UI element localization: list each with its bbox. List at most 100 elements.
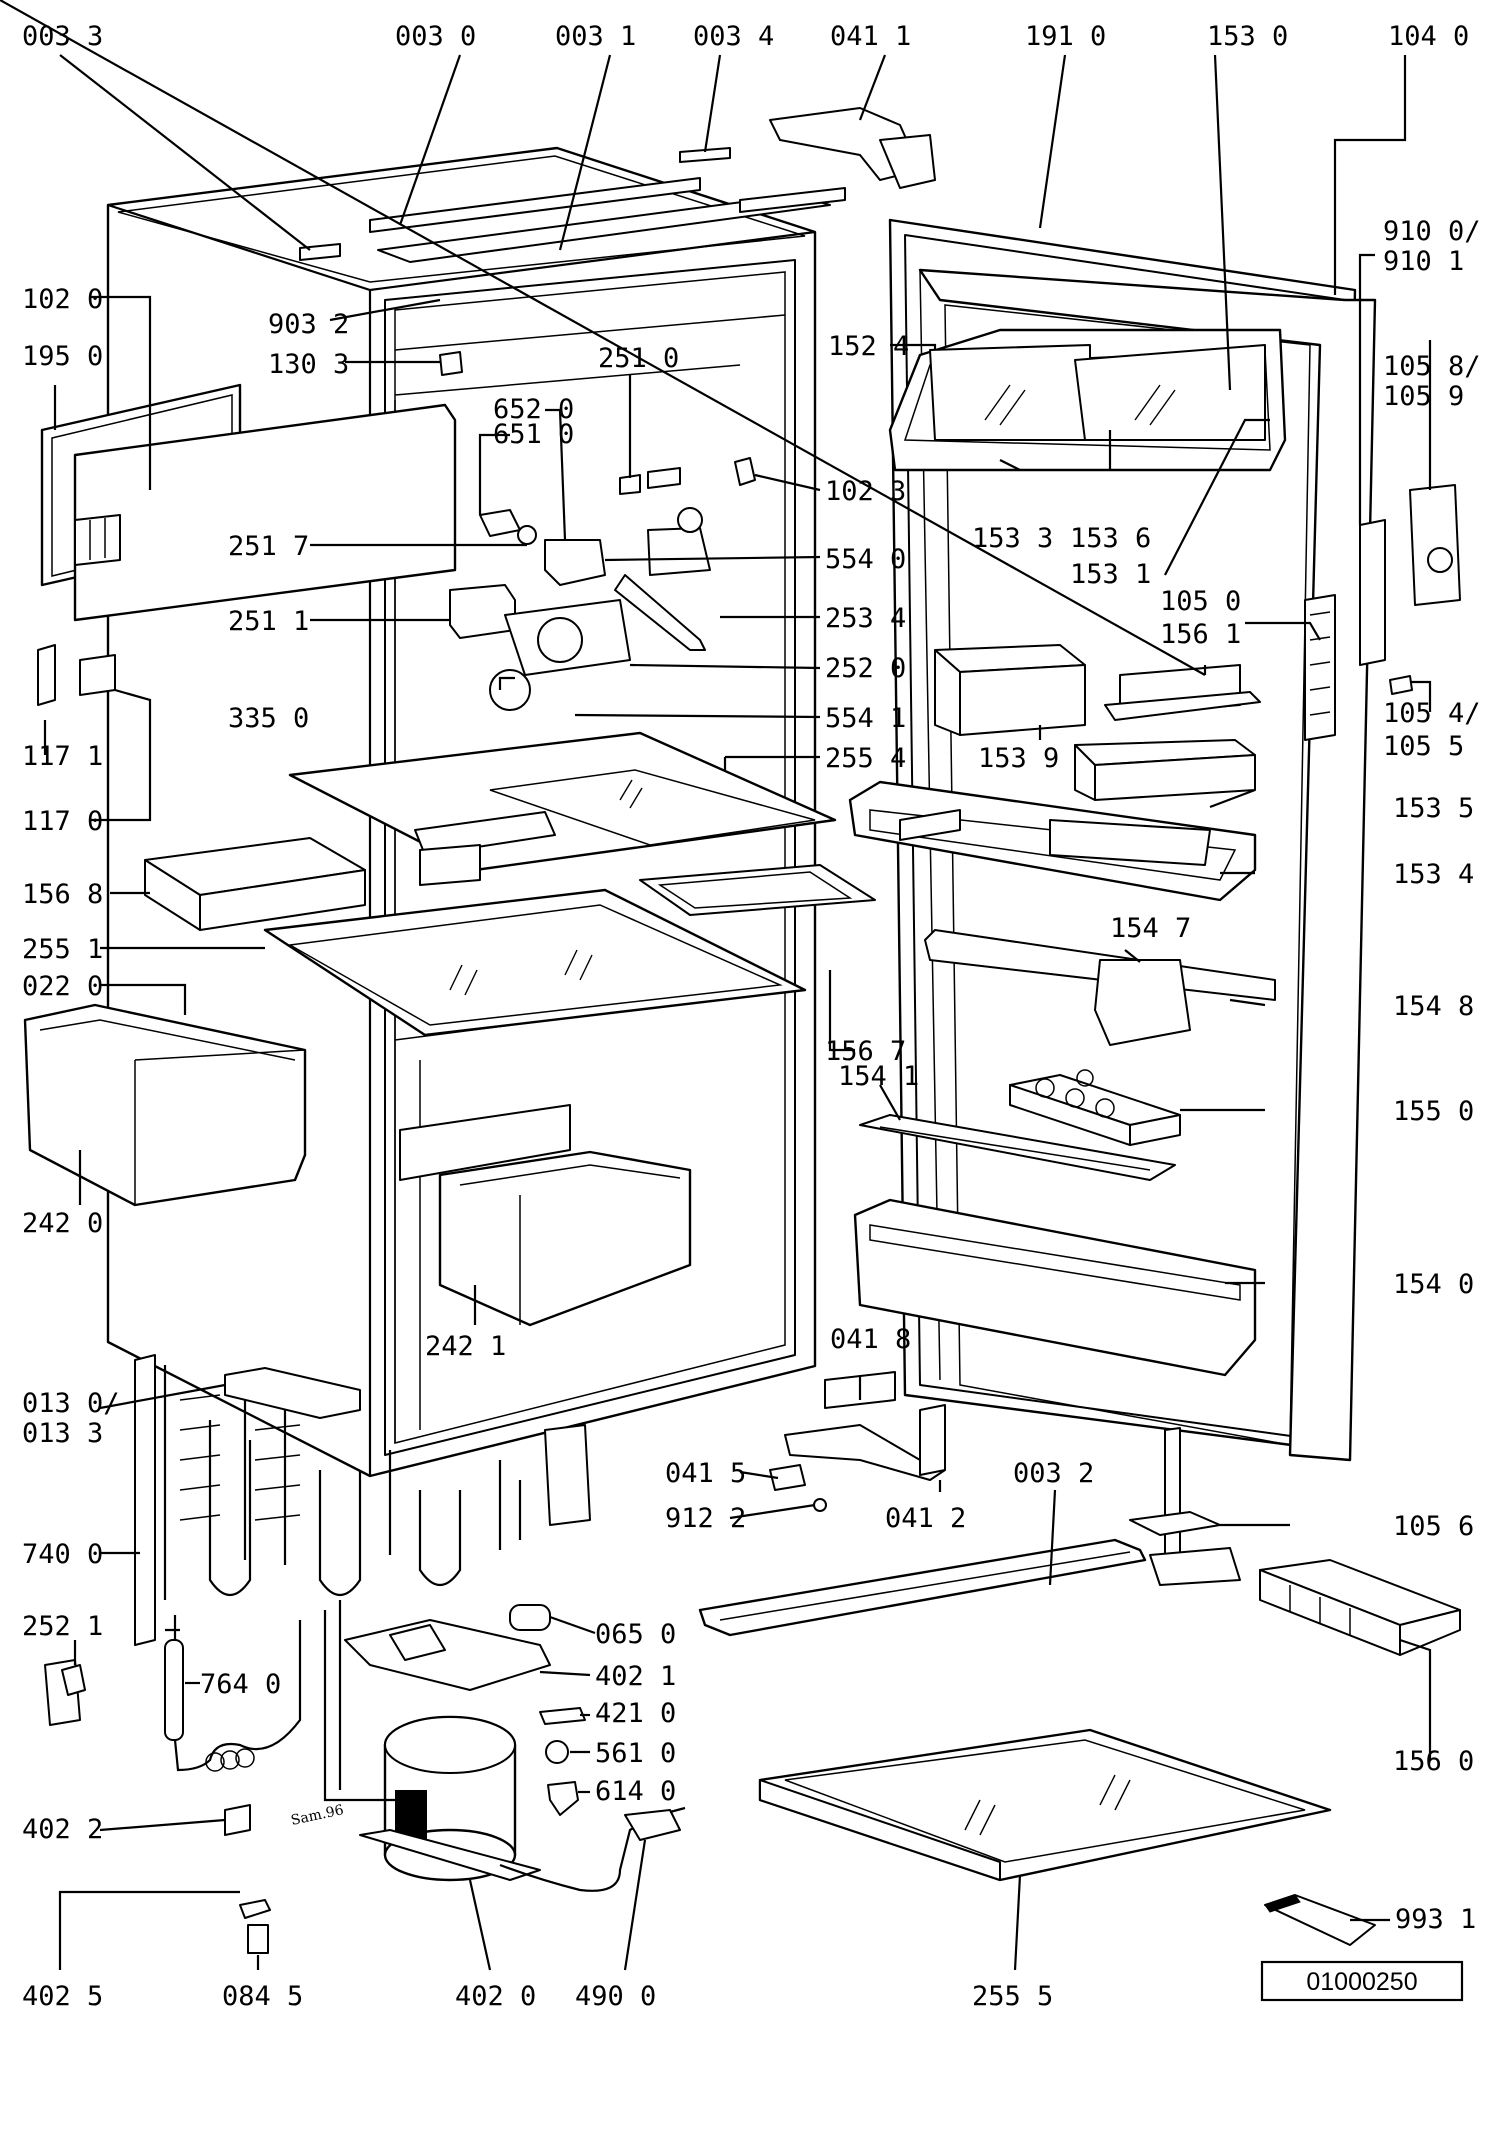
label-p5541: 554 1 — [825, 703, 906, 734]
glass-shelf-upper — [288, 731, 837, 886]
hinge-parts-right — [1359, 484, 1461, 695]
compressor-small-parts — [224, 1604, 586, 1954]
label-p1531: 153 1 — [1070, 559, 1151, 590]
vegetable-drawer-small — [399, 1104, 692, 1327]
label-p9100: 910 0/ — [1383, 216, 1481, 247]
label-p4021: 402 1 — [595, 1661, 676, 1692]
label-p1020: 102 0 — [22, 284, 103, 315]
label-p1548: 154 8 — [1393, 991, 1474, 1022]
label-p0412: 041 2 — [885, 1503, 966, 1534]
label-p6140: 614 0 — [595, 1776, 676, 1807]
glass-shelf-bottom — [758, 1728, 1332, 1882]
label-p0032: 003 2 — [1013, 1458, 1094, 1489]
label-p0415: 041 5 — [665, 1458, 746, 1489]
label-p0034: 003 4 — [693, 21, 774, 52]
label-p9931: 993 1 — [1395, 1904, 1476, 1935]
label-p0133: 013 3 — [22, 1418, 103, 1449]
label-p1170: 117 0 — [22, 806, 103, 837]
label-p2520: 252 0 — [825, 653, 906, 684]
butter-box — [934, 644, 1086, 736]
label-p1040: 104 0 — [1388, 21, 1469, 52]
label-p1059: 105 9 — [1383, 381, 1464, 412]
bottle-shelf — [853, 1198, 1257, 1377]
label-p1530: 153 0 — [1207, 21, 1288, 52]
label-p2510: 251 0 — [598, 343, 679, 374]
hinge-parts-left — [37, 644, 116, 706]
label-p0845: 084 5 — [222, 1981, 303, 2012]
label-p2554: 255 4 — [825, 743, 906, 774]
label-p1540: 154 0 — [1393, 1269, 1474, 1300]
label-p1539: 153 9 — [978, 743, 1059, 774]
label-p1054: 105 4/ — [1383, 698, 1481, 729]
label-p1536: 153 6 — [1070, 523, 1151, 554]
label-p1055: 105 5 — [1383, 731, 1464, 762]
label-p1303: 130 3 — [268, 349, 349, 380]
label-p0411: 041 1 — [830, 21, 911, 52]
dairy-compartment — [888, 328, 1287, 472]
label-p0220: 022 0 — [22, 971, 103, 1002]
egg-lid — [1104, 664, 1261, 721]
label-p9032: 903 2 — [268, 309, 349, 340]
label-p7640: 764 0 — [200, 1669, 281, 1700]
label-p4020: 402 0 — [455, 1981, 536, 2012]
door-shelf-middle — [848, 780, 1257, 902]
label-p1023: 102 3 — [825, 476, 906, 507]
label-p6520: 652 0 — [493, 394, 574, 425]
label-p1950: 195 0 — [22, 341, 103, 372]
label-p4210: 421 0 — [595, 1698, 676, 1729]
leader-lines — [0, 0, 1432, 1971]
label-p4025: 402 5 — [22, 1981, 103, 2012]
label-p1541: 154 1 — [838, 1061, 919, 1092]
label-p0418: 041 8 — [830, 1324, 911, 1355]
ice-cube-tray — [1259, 1559, 1461, 1656]
label-p1056: 105 6 — [1393, 1511, 1474, 1542]
label-p1550: 155 0 — [1393, 1096, 1474, 1127]
document-reference: 01000250 — [1260, 1960, 1464, 2002]
label-p2521: 252 1 — [22, 1611, 103, 1642]
label-p2420: 242 0 — [22, 1208, 103, 1239]
chiller-tray — [639, 864, 876, 916]
label-p1533: 153 3 — [972, 523, 1053, 554]
label-p2517: 251 7 — [228, 531, 309, 562]
ice-scraper — [1264, 1894, 1376, 1946]
label-p0030: 003 0 — [395, 21, 476, 52]
top-trim-strips — [299, 147, 846, 263]
hinge-top — [769, 107, 936, 189]
door-bracket — [1129, 1427, 1241, 1586]
glass-shelf-lower — [263, 888, 807, 1037]
label-p4022: 402 2 — [22, 1814, 103, 1845]
vegetable-drawer-large — [23, 1003, 307, 1207]
egg-holder — [1009, 1069, 1181, 1146]
label-p1524: 152 4 — [828, 331, 909, 362]
thermostat-capillary — [164, 1615, 302, 1772]
label-p5540: 554 0 — [825, 544, 906, 575]
label-p2511: 251 1 — [228, 606, 309, 637]
compressor-tray — [344, 1619, 551, 1691]
part-number-labels: 003 3 003 0 003 1 003 4 041 1 191 0 153 … — [22, 21, 1481, 2012]
door-seal-strip — [1304, 594, 1336, 741]
label-p2555: 255 5 — [972, 1981, 1053, 2012]
power-cord — [499, 1806, 686, 1892]
condenser-coil — [134, 1354, 591, 1646]
bottle-retainer — [859, 1114, 1176, 1181]
label-p9122: 912 2 — [665, 1503, 746, 1534]
document-number: 01000250 — [1306, 1968, 1417, 1996]
label-p0033: 003 3 — [22, 21, 103, 52]
label-p1535: 153 5 — [1393, 793, 1474, 824]
label-p7400: 740 0 — [22, 1539, 103, 1570]
label-p1171: 117 1 — [22, 741, 103, 772]
label-p0031: 003 1 — [555, 21, 636, 52]
compressor — [323, 1600, 541, 1882]
door-bin-small — [924, 929, 1276, 1046]
relay-box — [44, 1659, 86, 1726]
label-p1561: 156 1 — [1160, 619, 1241, 650]
label-p4900: 490 0 — [575, 1981, 656, 2012]
freezer-cover-panel — [73, 403, 457, 622]
label-p2534: 253 4 — [825, 603, 906, 634]
label-p1050: 105 0 — [1160, 586, 1241, 617]
label-p1568: 156 8 — [22, 879, 103, 910]
door-tray-small — [1074, 739, 1256, 801]
thermostat-assembly — [439, 351, 756, 711]
